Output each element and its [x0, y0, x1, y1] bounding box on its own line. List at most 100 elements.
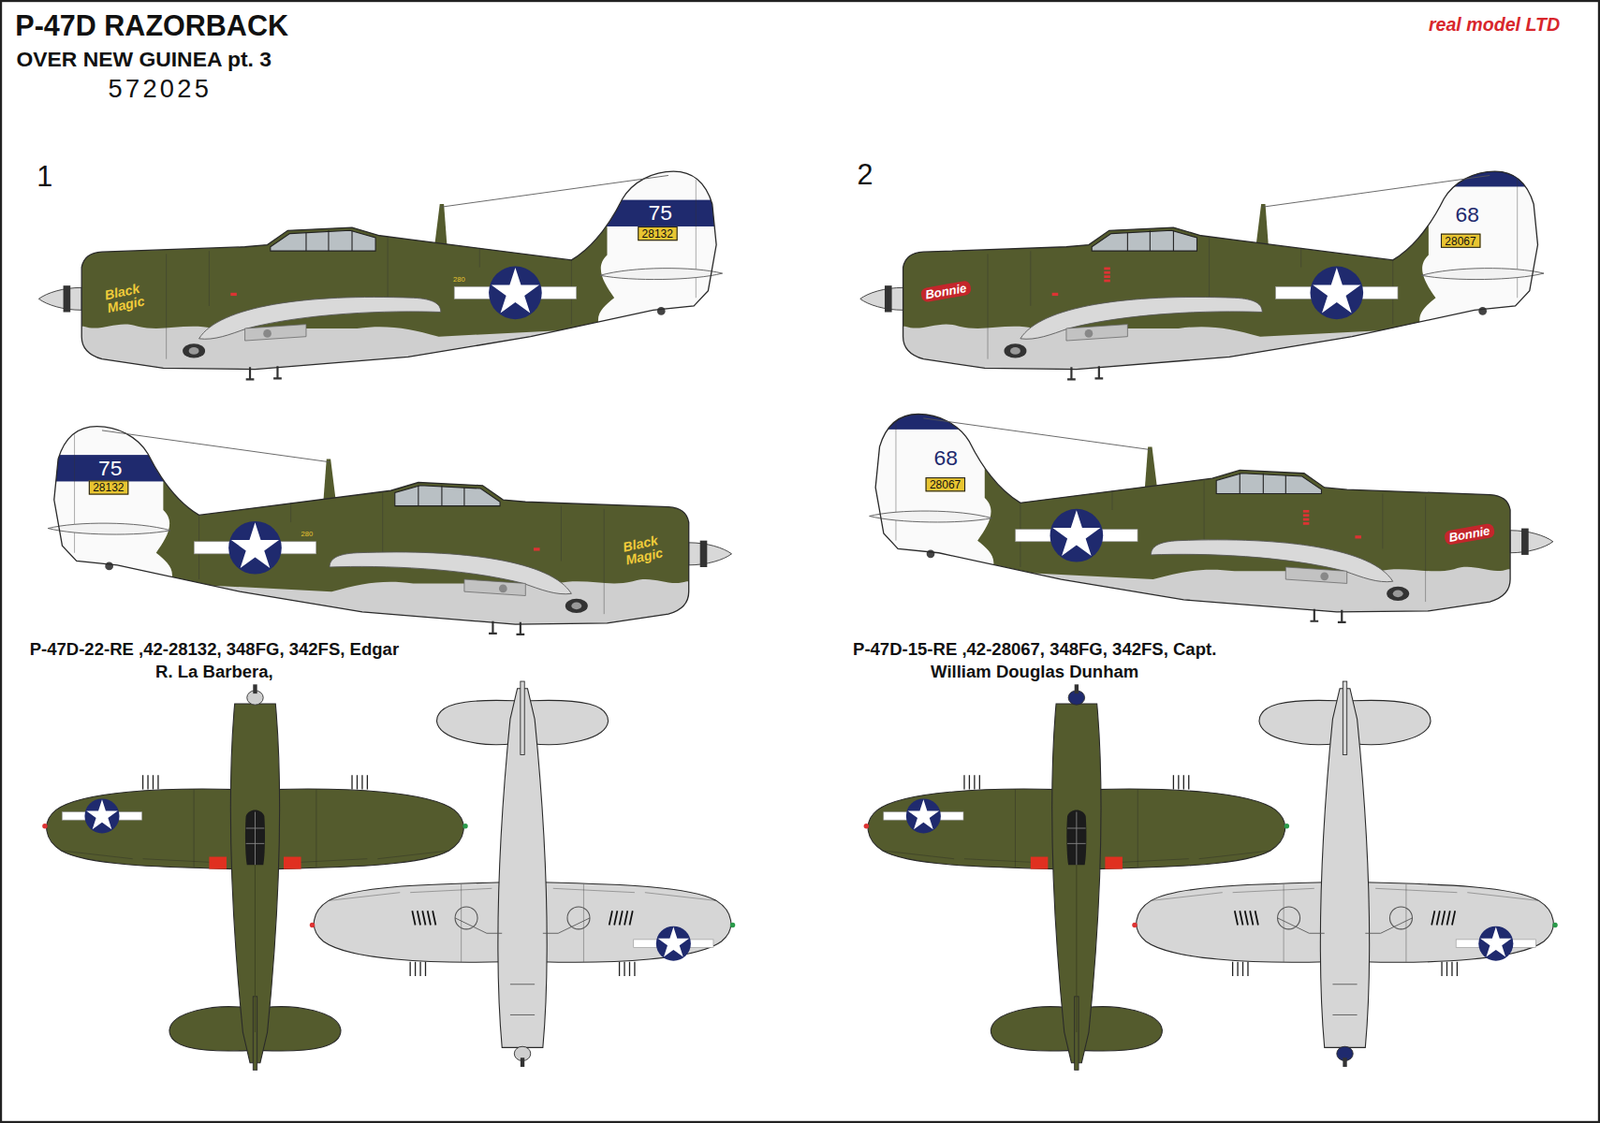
side-profile — [831, 385, 1554, 623]
tail-band — [35, 455, 199, 482]
brand-logo: real model LTD — [1428, 14, 1560, 36]
nose-art: Bonnie — [920, 279, 972, 303]
aircraft-caption: P-47D-15-RE ,42-28067, 348FG, 342FS, Cap… — [842, 638, 1227, 684]
stabilizer — [47, 523, 171, 535]
subtitle: OVER NEW GUINEA pt. 3 — [15, 46, 272, 72]
nose-art: Black Magic — [102, 279, 153, 316]
wheel — [182, 343, 206, 358]
serial-number: 28132 — [88, 480, 129, 495]
fin-cap — [1393, 152, 1556, 187]
insignia-disc — [1309, 265, 1364, 320]
fin — [520, 681, 525, 755]
canopy — [1066, 809, 1087, 866]
canopy — [245, 809, 265, 866]
canopy — [1216, 473, 1322, 495]
tail-code: 68 — [925, 444, 968, 471]
stencil: 280 — [453, 275, 466, 283]
tail-wheel — [1478, 307, 1487, 316]
insignia-star — [1312, 267, 1361, 314]
gear-well — [1389, 907, 1412, 930]
wheel-bay — [245, 324, 307, 341]
panel-lines — [74, 434, 605, 615]
wheel-inner — [1393, 590, 1404, 599]
tip-light-left — [1131, 923, 1137, 928]
gear-doors — [1277, 918, 1413, 1016]
tip-light-right — [462, 823, 468, 829]
stabilizer — [1421, 268, 1544, 280]
red-marker — [1052, 293, 1059, 296]
profile-number: 2 — [857, 159, 874, 192]
canopy-frames — [306, 230, 353, 251]
antenna-mast — [434, 204, 447, 246]
camouflage — [831, 385, 1531, 621]
aircraft-caption: P-47D-22-RE ,42-28132, 348FG, 342FS, Edg… — [22, 638, 407, 684]
wheel-inner — [189, 347, 200, 355]
wheel-inner — [571, 602, 582, 611]
insignia-star — [908, 799, 940, 830]
tip-light-right — [1284, 823, 1290, 829]
fuselage-outline — [903, 171, 1539, 369]
tail-code: 75 — [89, 455, 132, 482]
ejection-ports — [1234, 910, 1455, 925]
tip-light-left — [864, 823, 869, 829]
antenna-mast — [1144, 446, 1158, 488]
serial-number: 28132 — [637, 226, 677, 241]
tail-wheel — [926, 549, 936, 558]
stabilizer — [869, 511, 993, 523]
insignia-disc — [1478, 926, 1513, 962]
wheel-hub — [263, 329, 272, 338]
red-marker — [533, 547, 541, 551]
panel-lines — [166, 179, 697, 360]
fuselage-outline — [81, 171, 717, 369]
fuselage — [1052, 704, 1101, 1064]
propeller — [1074, 684, 1079, 694]
stencil: 280 — [301, 530, 314, 539]
insignia-star — [658, 927, 690, 958]
propeller — [63, 285, 72, 312]
panel-lines — [987, 179, 1518, 360]
tail-code: 75 — [639, 200, 681, 227]
propeller — [1521, 528, 1529, 556]
tail-wheel — [104, 562, 114, 572]
tail-wheel — [657, 307, 666, 316]
canopy-frames — [418, 485, 465, 507]
ejection-ports — [411, 910, 632, 925]
fuselage — [230, 704, 279, 1064]
red-marker — [230, 293, 237, 296]
gear-well — [455, 907, 478, 930]
mission-mark — [1303, 518, 1310, 522]
insignia-disc — [1050, 509, 1104, 563]
insignia-star — [1052, 510, 1101, 557]
fuselage-outline — [54, 426, 690, 625]
insignia-star — [86, 799, 118, 830]
tip-light-left — [42, 823, 47, 829]
spinner — [689, 543, 733, 566]
spine — [254, 865, 256, 1033]
wheel — [1003, 343, 1027, 358]
gear-well — [567, 907, 590, 930]
wheel — [565, 599, 588, 614]
propeller — [700, 541, 708, 568]
tail-band — [571, 200, 734, 227]
gun-barrels — [410, 962, 635, 977]
wheel-hub — [1085, 329, 1094, 338]
tail-code: 68 — [1447, 201, 1489, 228]
mission-mark — [1303, 510, 1310, 514]
insignia-disc — [228, 521, 282, 575]
profile-number: 1 — [36, 161, 53, 194]
side-profile — [860, 143, 1583, 381]
aerial-wire — [440, 175, 669, 207]
camouflage — [882, 143, 1583, 379]
underside-view — [309, 681, 735, 1068]
fin-cap — [857, 396, 1021, 430]
wheel-inner — [1010, 347, 1021, 355]
stabilizer — [600, 268, 723, 280]
wheel-hub — [1320, 572, 1329, 581]
red-marker — [1354, 535, 1362, 539]
spinner — [1510, 530, 1554, 554]
insignia-disc — [84, 798, 119, 834]
antenna-mast — [323, 458, 337, 500]
id-mark — [208, 857, 227, 870]
panel-lines — [895, 422, 1426, 602]
